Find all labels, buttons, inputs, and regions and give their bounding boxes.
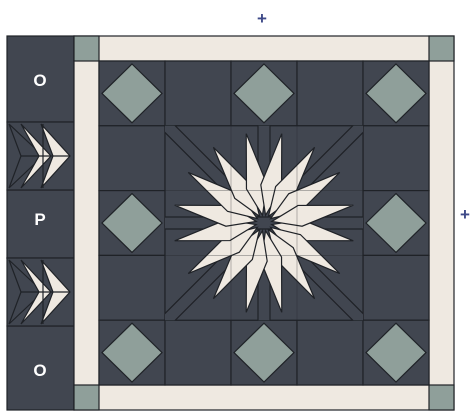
- grid-block-r0c1: [165, 61, 231, 126]
- grid-block-r3c0: [99, 255, 165, 320]
- grid-block-r0c3: [297, 61, 363, 126]
- grid-block-r3c4: [363, 255, 429, 320]
- strip-middle-label: P: [34, 210, 45, 229]
- grid-block-r1c0: [99, 126, 165, 191]
- strip-top-label: O: [33, 71, 46, 90]
- grid-block-r1c4: [363, 126, 429, 191]
- right-plus-label: +: [460, 205, 470, 224]
- strip-bottom-label: O: [33, 361, 46, 380]
- corner-square-br: [429, 385, 454, 410]
- quilt: [7, 25, 462, 413]
- grid-block-r4c1: [165, 320, 231, 385]
- corner-square-tl: [74, 36, 99, 61]
- corner-square-bl: [74, 385, 99, 410]
- top-plus-label: +: [257, 9, 267, 28]
- grid-block-r4c3: [297, 320, 363, 385]
- corner-square-tr: [429, 36, 454, 61]
